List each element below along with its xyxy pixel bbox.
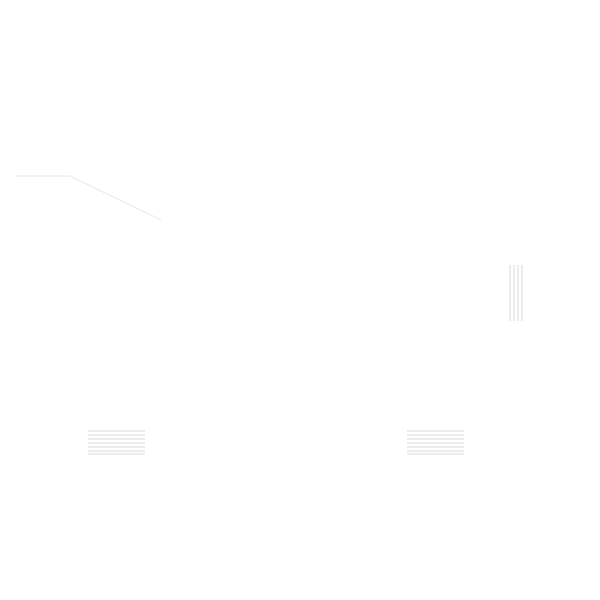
left-grille xyxy=(88,430,145,455)
vertical-grille xyxy=(509,265,523,321)
right-grille xyxy=(407,430,464,455)
diagonal-line xyxy=(16,175,162,221)
